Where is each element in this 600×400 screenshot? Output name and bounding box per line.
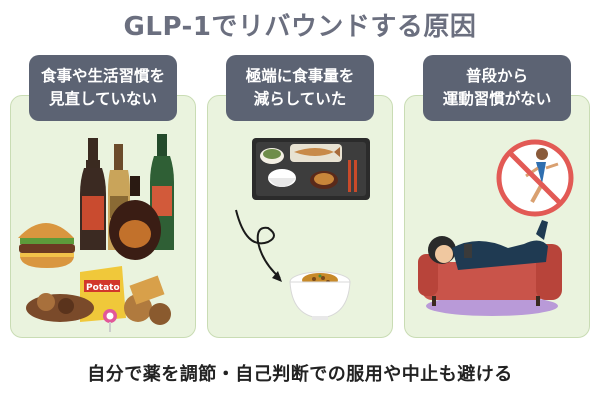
cause-label-line2: 運動習慣がない: [442, 90, 552, 108]
chip-bag-label: Potato: [86, 283, 120, 293]
cause-label-extreme-diet: 極端に食事量を 減らしていた: [226, 55, 374, 121]
cause-label-line1: 極端に食事量を: [245, 67, 355, 85]
burger-icon: [18, 223, 75, 268]
cause-label-line2: 見直していない: [48, 90, 158, 108]
sedentary-illustration: [418, 139, 574, 316]
candy-icon: [103, 309, 117, 332]
arrow-icon: [235, 209, 282, 282]
footer-note: 自分で薬を調節・自己判断での服用や中止も避ける: [87, 364, 513, 385]
person-lying-icon: [428, 220, 548, 270]
page-title: GLP-1でリバウンドする原因: [123, 12, 477, 42]
meal-illustration: [235, 138, 370, 320]
sofa-icon: [418, 244, 562, 316]
cause-label-line2: 減らしていた: [253, 90, 347, 108]
wine-bottle-icon: [80, 138, 106, 250]
no-running-icon: [496, 139, 574, 217]
natto-rice-bowl-icon: [289, 271, 351, 320]
cause-label-line1: 普段から: [465, 67, 528, 85]
snack-pile-icon: [26, 275, 171, 325]
cause-label-no-exercise: 普段から 運動習慣がない: [423, 55, 571, 121]
cause-label-diet: 食事や生活習慣を 見直していない: [29, 55, 177, 121]
cause-label-line1: 食事や生活習慣を: [40, 67, 165, 85]
junk-food-illustration: Potato: [18, 134, 174, 332]
liquor-bottle-icon: [109, 176, 161, 260]
meal-tray-icon: [252, 138, 370, 200]
